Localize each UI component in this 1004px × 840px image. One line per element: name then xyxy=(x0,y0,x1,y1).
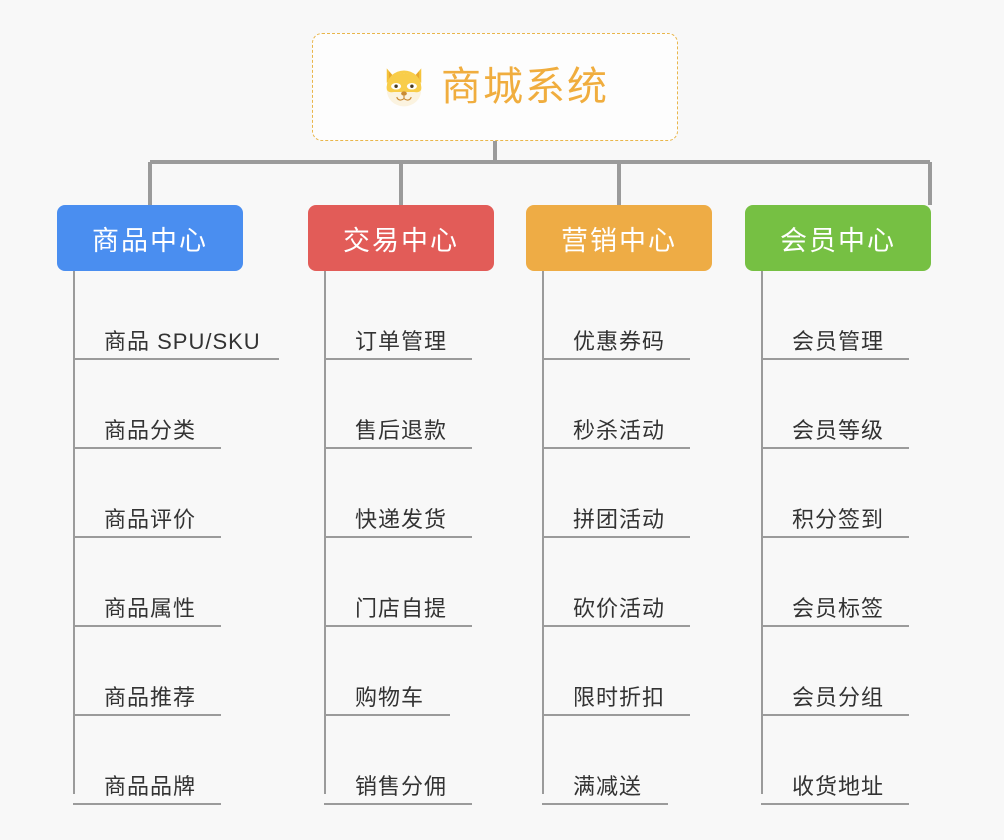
leaf-item[interactable]: 商品分类 xyxy=(73,360,283,449)
leaf-underline xyxy=(324,714,450,716)
leaf-underline xyxy=(761,358,909,360)
leaf-item-label: 门店自提 xyxy=(355,595,448,621)
leaf-underline xyxy=(324,536,472,538)
leaf-item[interactable]: 拼团活动 xyxy=(542,449,752,538)
leaf-underline xyxy=(542,625,690,627)
leaf-underline xyxy=(324,625,472,627)
leaf-item-label: 会员等级 xyxy=(792,417,885,443)
leaf-item-label: 秒杀活动 xyxy=(573,417,666,443)
leaf-underline xyxy=(73,625,221,627)
leaf-underline xyxy=(73,358,279,360)
leaf-underline xyxy=(761,536,909,538)
category-box[interactable]: 交易中心 xyxy=(308,205,494,271)
category-label: 交易中心 xyxy=(343,225,459,256)
leaf-item[interactable]: 收货地址 xyxy=(761,716,971,805)
branch-column: 交易中心订单管理售后退款快递发货门店自提购物车销售分佣 xyxy=(308,205,534,805)
leaf-item[interactable]: 售后退款 xyxy=(324,360,534,449)
leaf-item-label: 销售分佣 xyxy=(355,773,448,799)
leaf-spine-line xyxy=(73,271,75,794)
leaf-item-label: 商品推荐 xyxy=(104,684,197,710)
leaf-item[interactable]: 会员标签 xyxy=(761,538,971,627)
category-label: 商品中心 xyxy=(92,225,208,256)
leaf-item[interactable]: 销售分佣 xyxy=(324,716,534,805)
leaf-item[interactable]: 商品 SPU/SKU xyxy=(73,271,283,360)
leaf-underline xyxy=(542,803,668,805)
leaf-item[interactable]: 砍价活动 xyxy=(542,538,752,627)
leaf-item[interactable]: 限时折扣 xyxy=(542,627,752,716)
leaf-item[interactable]: 快递发货 xyxy=(324,449,534,538)
branch-column: 会员中心会员管理会员等级积分签到会员标签会员分组收货地址 xyxy=(745,205,971,805)
leaf-spine-line xyxy=(761,271,763,794)
leaf-item-label: 积分签到 xyxy=(792,506,885,532)
root-node[interactable]: 商城系统 xyxy=(312,33,678,141)
leaf-item-label: 快递发货 xyxy=(355,506,448,532)
leaf-underline xyxy=(542,358,690,360)
leaf-underline xyxy=(324,803,472,805)
category-box[interactable]: 会员中心 xyxy=(745,205,931,271)
leaf-item[interactable]: 商品品牌 xyxy=(73,716,283,805)
leaf-item-label: 商品分类 xyxy=(104,417,197,443)
leaf-item[interactable]: 购物车 xyxy=(324,627,534,716)
leaf-item-label: 满减送 xyxy=(573,773,643,799)
leaf-item[interactable]: 商品属性 xyxy=(73,538,283,627)
leaf-item-label: 会员分组 xyxy=(792,684,885,710)
leaf-item[interactable]: 积分签到 xyxy=(761,449,971,538)
leaf-item[interactable]: 会员管理 xyxy=(761,271,971,360)
leaf-underline xyxy=(73,714,221,716)
leaf-item[interactable]: 会员等级 xyxy=(761,360,971,449)
leaf-item-label: 售后退款 xyxy=(355,417,448,443)
leaf-item-label: 商品属性 xyxy=(104,595,197,621)
leaf-item-label: 优惠券码 xyxy=(573,328,666,354)
branch-column: 营销中心优惠券码秒杀活动拼团活动砍价活动限时折扣满减送 xyxy=(526,205,752,805)
leaf-underline xyxy=(761,803,909,805)
leaf-item-label: 会员管理 xyxy=(792,328,885,354)
root-title: 商城系统 xyxy=(441,65,609,109)
category-box[interactable]: 营销中心 xyxy=(526,205,712,271)
leaf-underline xyxy=(761,447,909,449)
leaf-list: 商品 SPU/SKU 商品分类商品评价商品属性商品推荐商品品牌 xyxy=(73,271,283,805)
leaf-item-label: 限时折扣 xyxy=(573,684,666,710)
leaf-underline xyxy=(761,625,909,627)
leaf-underline xyxy=(324,447,472,449)
leaf-item[interactable]: 门店自提 xyxy=(324,538,534,627)
leaf-underline xyxy=(324,358,472,360)
leaf-item[interactable]: 订单管理 xyxy=(324,271,534,360)
leaf-underline xyxy=(761,714,909,716)
leaf-item-label: 订单管理 xyxy=(355,328,448,354)
leaf-item-label: 商品 SPU/SKU xyxy=(104,328,261,354)
category-label: 会员中心 xyxy=(780,225,896,256)
leaf-list: 会员管理会员等级积分签到会员标签会员分组收货地址 xyxy=(761,271,971,805)
branch-column: 商品中心商品 SPU/SKU 商品分类商品评价商品属性商品推荐商品品牌 xyxy=(57,205,283,805)
leaf-item[interactable]: 商品评价 xyxy=(73,449,283,538)
leaf-item-label: 会员标签 xyxy=(792,595,885,621)
category-box[interactable]: 商品中心 xyxy=(57,205,243,271)
leaf-underline xyxy=(542,447,690,449)
leaf-underline xyxy=(73,803,221,805)
leaf-list: 订单管理售后退款快递发货门店自提购物车销售分佣 xyxy=(324,271,534,805)
leaf-item-label: 商品评价 xyxy=(104,506,197,532)
leaf-list: 优惠券码秒杀活动拼团活动砍价活动限时折扣满减送 xyxy=(542,271,752,805)
leaf-item[interactable]: 满减送 xyxy=(542,716,752,805)
leaf-underline xyxy=(73,447,221,449)
leaf-item[interactable]: 优惠券码 xyxy=(542,271,752,360)
leaf-item-label: 商品品牌 xyxy=(104,773,197,799)
leaf-item-label: 购物车 xyxy=(355,684,425,710)
leaf-spine-line xyxy=(324,271,326,794)
leaf-item-label: 拼团活动 xyxy=(573,506,666,532)
category-label: 营销中心 xyxy=(561,225,677,256)
leaf-item[interactable]: 会员分组 xyxy=(761,627,971,716)
leaf-item-label: 收货地址 xyxy=(792,773,885,799)
leaf-item-label: 砍价活动 xyxy=(573,595,666,621)
leaf-spine-line xyxy=(542,271,544,794)
leaf-underline xyxy=(73,536,221,538)
leaf-underline xyxy=(542,714,690,716)
shiba-dog-emoji-icon xyxy=(386,68,422,107)
leaf-item[interactable]: 秒杀活动 xyxy=(542,360,752,449)
leaf-underline xyxy=(542,536,690,538)
leaf-item[interactable]: 商品推荐 xyxy=(73,627,283,716)
